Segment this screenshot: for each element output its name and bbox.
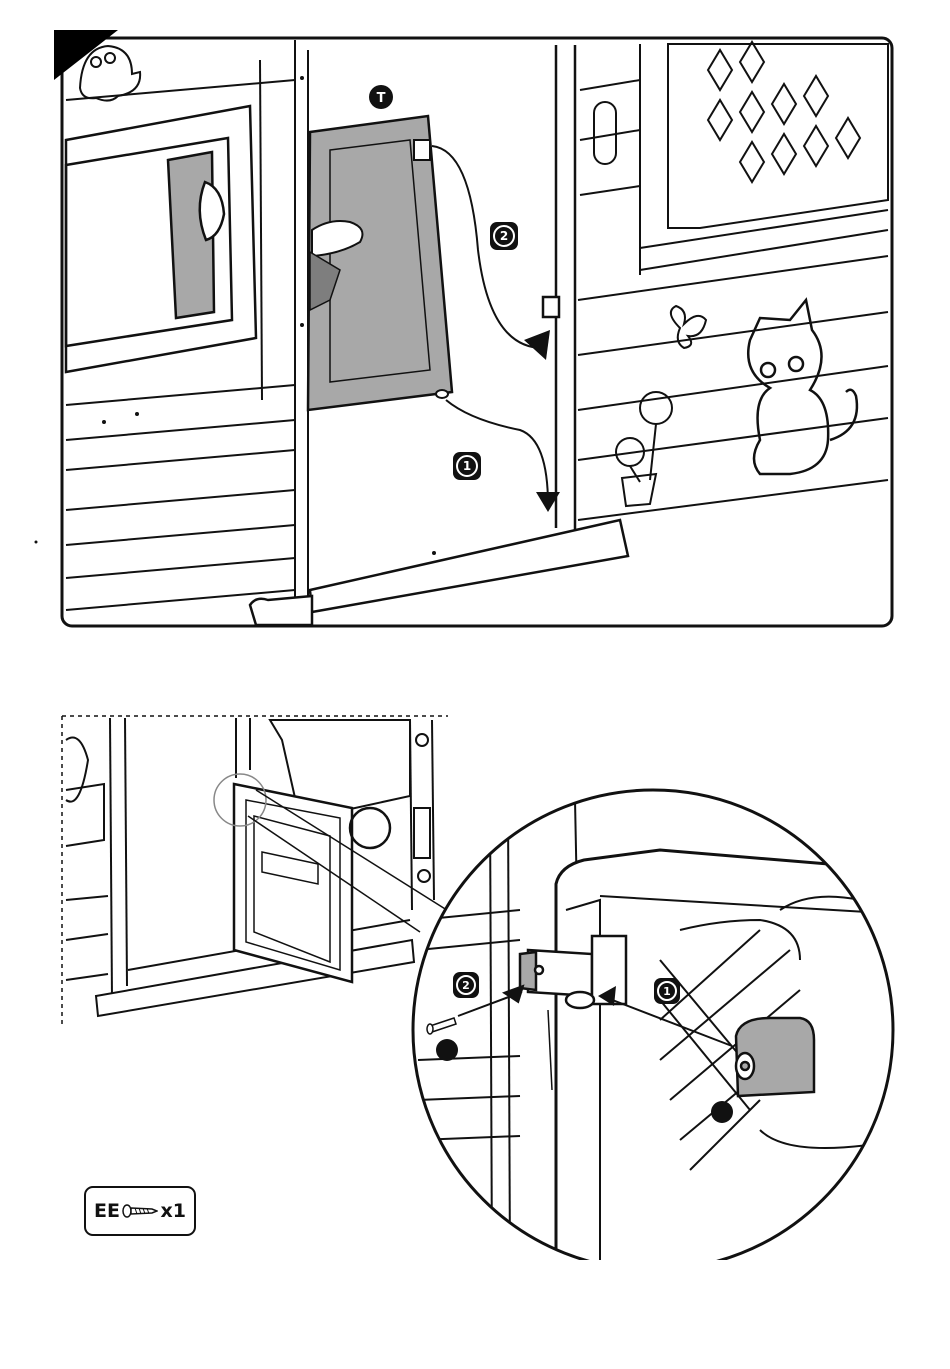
callout-1-badge: 1 xyxy=(453,452,481,480)
screw-icon xyxy=(122,1203,158,1219)
callout-1-number: 1 xyxy=(456,455,478,477)
hardware-quantity: x1 xyxy=(161,1200,186,1222)
callout-2-badge: 2 xyxy=(490,222,518,250)
detail-callout-1-badge: 1 xyxy=(654,978,680,1004)
step-bottom-illustration: 2 1 xyxy=(0,700,950,1260)
hardware-callout: EE x1 xyxy=(84,1186,196,1236)
screw-marker-dot xyxy=(436,1039,458,1061)
detail-callout-2-number: 2 xyxy=(456,975,476,995)
door-panel-t xyxy=(308,116,452,410)
top-illustration-svg: T xyxy=(0,0,950,640)
detail-callout-2-badge: 2 xyxy=(453,972,479,998)
hardware-code: EE xyxy=(94,1200,120,1222)
part-t-label: T xyxy=(377,91,386,106)
detail-callout-1-number: 1 xyxy=(657,981,677,1001)
cap-marker-dot xyxy=(711,1101,733,1123)
step-top-illustration: T xyxy=(0,0,950,640)
callout-2-number: 2 xyxy=(493,225,515,247)
